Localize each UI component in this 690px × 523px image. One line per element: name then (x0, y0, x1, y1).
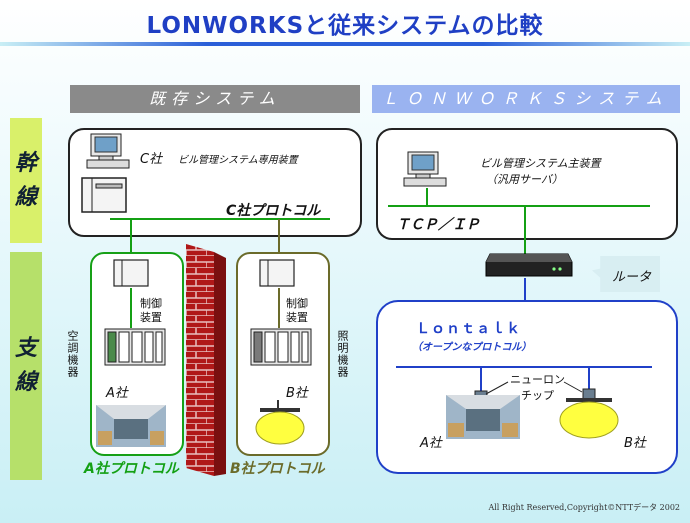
header-lonworks-system: ＬＯＮＷＯＲＫＳシステム (372, 85, 680, 113)
side-label-branch: 支 線 (10, 252, 42, 480)
main-device-line-2: （汎用サーバ） (486, 173, 563, 186)
lon-a-aircon-photo (446, 395, 520, 439)
pc-to-tcpip-link (426, 188, 428, 206)
title-prefix: LONWORKS (146, 13, 305, 39)
a-control-line-2: 装置 (140, 311, 162, 324)
b-company-label: B社 (286, 386, 308, 401)
b-controller-server-icon (259, 259, 295, 287)
b-neuron-link (588, 367, 590, 391)
lon-b-company-label: B社 (624, 436, 646, 451)
a-aircon-photo (96, 405, 166, 447)
neuron-line-2: チップ (521, 389, 554, 402)
router-callout (592, 256, 660, 292)
side-branch-char-2: 線 (14, 370, 37, 395)
server-icon (81, 177, 127, 213)
side-label-trunk: 幹 線 (10, 118, 42, 243)
page-title: LONWORKSと従来システムの比較 (0, 6, 690, 40)
tcpip-to-router-link (524, 206, 526, 254)
a-company-label: A社 (106, 386, 128, 401)
neuron-label: ニューロン チップ (510, 372, 565, 404)
title-suffix: と従来システムの比較 (304, 13, 544, 39)
main-device-label: ビル管理システム主装置 （汎用サーバ） (480, 156, 601, 188)
a-neuron-link (480, 367, 482, 393)
c-device-label: ビル管理システム専用装置 (178, 155, 298, 166)
side-trunk-char-2: 線 (14, 184, 37, 210)
lon-b-lamp-icon (559, 398, 619, 439)
side-branch-char-1: 支 (14, 336, 37, 361)
b-control-line-2: 装置 (286, 311, 308, 324)
c-to-a-link (130, 219, 132, 259)
computer-icon (86, 133, 130, 169)
aircon-label: 空調機器 (66, 330, 79, 378)
b-lamp-icon (255, 400, 305, 445)
lontalk-line (396, 366, 652, 368)
tcpip-line (388, 205, 650, 207)
side-trunk-char-1: 幹 (14, 150, 37, 176)
tcpip-label: ＴＣＰ／ＩＰ (396, 217, 480, 233)
router-label: ルータ (612, 270, 652, 285)
c-to-b-link (278, 219, 280, 259)
c-protocol-label: C社プロトコル (226, 203, 321, 219)
a-control-panel-icon (104, 328, 166, 366)
router-icon (485, 253, 573, 277)
main-device-line-1: ビル管理システム主装置 (480, 157, 601, 170)
a-controller-server-icon (113, 259, 149, 287)
neuron-line-1: ニューロン (510, 373, 565, 386)
header-existing-system: 既存システム (70, 85, 360, 113)
lon-a-company-label: A社 (420, 436, 442, 451)
a-control-label: 制御 装置 (140, 297, 162, 325)
b-protocol-label: B社プロトコル (230, 461, 325, 477)
brick-wall (186, 244, 226, 476)
b-control-label: 制御 装置 (286, 297, 308, 325)
lontalk-box (376, 300, 678, 474)
c-company-label: C社 (140, 152, 163, 167)
a-inner-line (130, 288, 132, 328)
open-protocol-label: （オープンなプロトコル） (412, 342, 532, 353)
lighting-label: 照明機器 (336, 330, 349, 378)
a-protocol-label: A社プロトコル (84, 461, 179, 477)
b-control-line-1: 制御 (286, 297, 308, 310)
b-inner-line (278, 288, 280, 328)
lontalk-label: Ｌｏｎｔａｌｋ (416, 321, 521, 337)
main-computer-icon (403, 151, 447, 187)
a-control-line-1: 制御 (140, 297, 162, 310)
title-divider (0, 42, 690, 46)
b-control-panel-icon (250, 328, 312, 366)
c-trunk-line (110, 218, 330, 220)
copyright-credit: All Right Reserved,Copyright©NTTデータ 2002 (488, 503, 680, 512)
neuron-pointer-lines (485, 381, 583, 395)
